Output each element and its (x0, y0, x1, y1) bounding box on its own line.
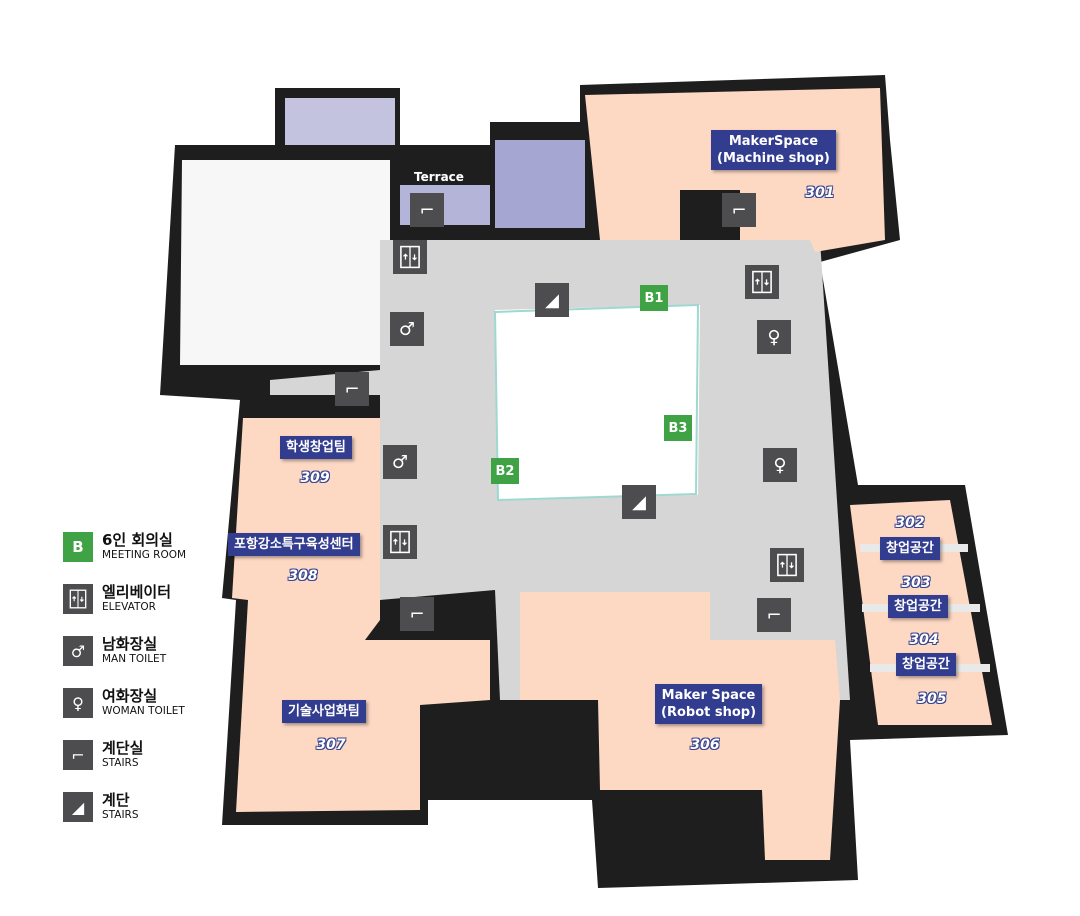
meeting-room-b1[interactable]: B1 (640, 285, 668, 311)
stairwell-icon: ⌐ (410, 193, 444, 227)
lavender-area (495, 140, 585, 228)
terrace-label: Terrace (414, 170, 464, 184)
stairs-icon: ◢ (535, 283, 569, 317)
legend-label-en: ELEVATOR (102, 601, 156, 613)
atrium-railing (493, 303, 700, 502)
legend-label-ko: 계단 (102, 791, 130, 809)
stairwell-icon: ⌐ (335, 372, 369, 406)
room-309-label[interactable]: 학생창업팀 (280, 436, 352, 459)
room-306-number: 306 (690, 737, 720, 753)
legend-label-en: MAN TOILET (102, 653, 167, 665)
legend-label-ko: 여화장실 (102, 687, 158, 705)
room-303-number: 303 (901, 575, 931, 591)
room-307-label[interactable]: 기술사업화팀 (282, 700, 366, 723)
room-302-label[interactable]: 창업공간 (880, 537, 940, 560)
atrium (495, 305, 700, 500)
room-306-floor (520, 592, 840, 860)
woman-toilet-icon: ♀ (63, 688, 93, 718)
woman-toilet-icon: ♀ (757, 320, 791, 354)
legend-label-ko: 남화장실 (102, 635, 158, 653)
white-room (180, 160, 390, 365)
elevator-icon (63, 584, 93, 614)
room-305-number: 305 (917, 691, 947, 707)
stairwell-icon: ⌐ (757, 598, 791, 632)
room-304-label[interactable]: 창업공간 (896, 653, 956, 676)
upper-lavender (285, 98, 395, 145)
legend-label-en: STAIRS (102, 757, 139, 769)
meeting-room-b3[interactable]: B3 (664, 415, 692, 441)
room-304-number: 304 (909, 632, 939, 648)
elevator-icon (770, 548, 804, 582)
meeting-room-icon: B (63, 532, 93, 562)
legend-label-ko: 6인 회의실 (102, 531, 173, 549)
man-toilet-icon: ♂ (63, 636, 93, 666)
legend-label-ko: 엘리베이터 (102, 583, 172, 601)
stairs-icon: ◢ (622, 485, 656, 519)
legend-label-en: WOMAN TOILET (102, 705, 185, 717)
elevator-icon (745, 265, 779, 299)
legend-label-en: STAIRS (102, 809, 139, 821)
meeting-room-b2[interactable]: B2 (491, 458, 519, 484)
legend-label-en: MEETING ROOM (102, 549, 187, 561)
stairwell-icon: ⌐ (63, 740, 93, 770)
legend-label-ko: 계단실 (102, 739, 144, 757)
room-308-number: 308 (288, 568, 318, 584)
room-301-number: 301 (805, 185, 835, 201)
room-309-number: 309 (300, 470, 330, 486)
man-toilet-icon: ♂ (390, 312, 424, 346)
stairwell-icon: ⌐ (722, 193, 756, 227)
elevator-icon (383, 525, 417, 559)
stairs-icon: ◢ (63, 792, 93, 822)
stairwell-icon: ⌐ (400, 597, 434, 631)
elevator-icon (393, 240, 427, 274)
room-303-label[interactable]: 창업공간 (888, 595, 948, 618)
room-307-number: 307 (316, 737, 346, 753)
room-302-number: 302 (895, 515, 925, 531)
room-308-label[interactable]: 포항강소특구육성센터 (228, 533, 360, 556)
man-toilet-icon: ♂ (383, 445, 417, 479)
woman-toilet-icon: ♀ (763, 448, 797, 482)
room-301-floor (585, 88, 885, 252)
room-301-label[interactable]: MakerSpace (Machine shop) (711, 130, 836, 170)
room-306-label[interactable]: Maker Space (Robot shop) (655, 684, 763, 724)
